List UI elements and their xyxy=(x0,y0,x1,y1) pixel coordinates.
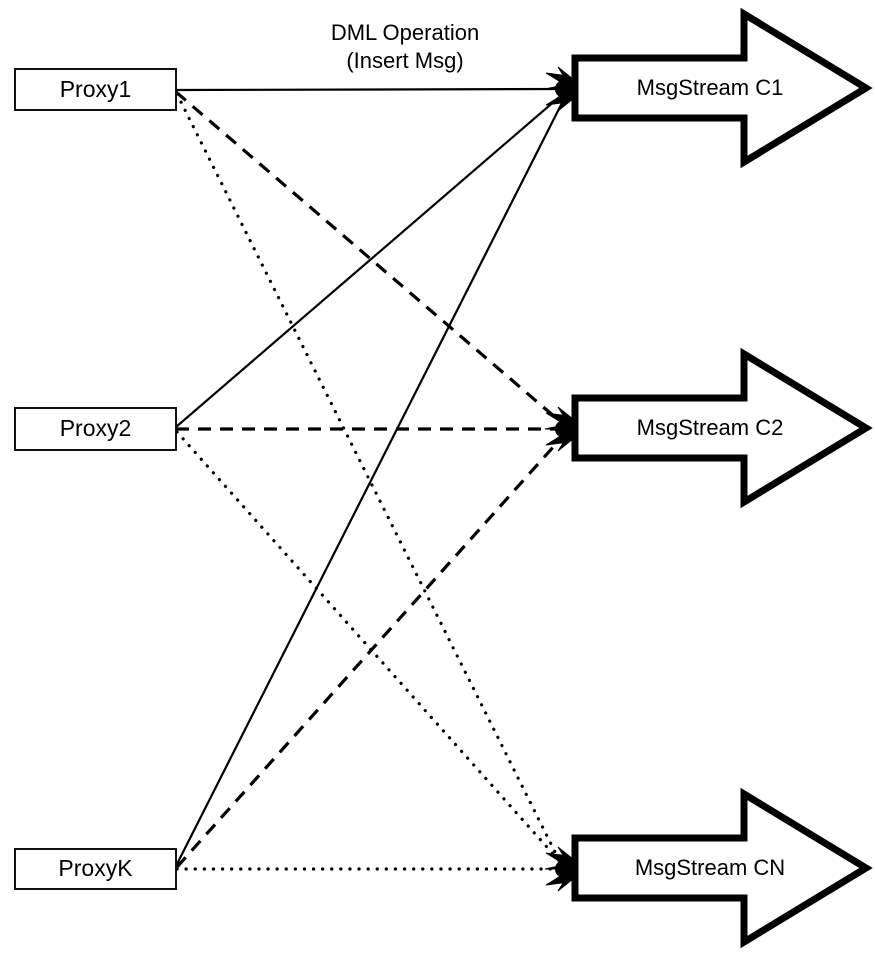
arrowhead-head-cn xyxy=(544,846,575,892)
node-proxy1[interactable]: Proxy1 xyxy=(14,68,177,111)
node-proxy2-box xyxy=(14,407,177,451)
stream-c2-label: MsgStream C2 xyxy=(637,415,784,440)
stream-c1[interactable]: MsgStream C1 xyxy=(571,7,873,169)
node-proxy1-box xyxy=(14,68,177,111)
stream-c1-label: MsgStream C1 xyxy=(637,75,784,100)
node-proxyk-label: ProxyK xyxy=(58,855,133,881)
node-proxyk[interactable]: ProxyK xyxy=(14,848,177,890)
edges-layer xyxy=(174,87,568,871)
arrowheads-layer xyxy=(544,66,575,892)
edge-proxy2-to-stream-cn xyxy=(175,430,564,866)
stream-c2-shape xyxy=(571,347,873,509)
node-proxy2-label: Proxy2 xyxy=(60,415,132,441)
arrowhead-head-c2 xyxy=(544,406,575,452)
edge-proxy2-to-stream-c1 xyxy=(175,92,565,428)
edge-caption-line-2: (Insert Msg) xyxy=(346,48,463,73)
node-proxy2[interactable]: Proxy2 xyxy=(14,407,177,451)
streams-layer: MsgStream C1 MsgStream C2 MsgStream CN xyxy=(571,7,873,949)
arrowhead-head-c1 xyxy=(544,66,575,112)
node-proxyk-box xyxy=(14,848,177,890)
edge-proxy1-to-stream-c1 xyxy=(175,87,567,92)
node-proxy1-label: Proxy1 xyxy=(60,76,132,102)
edge-proxy1-to-stream-c2 xyxy=(174,90,565,426)
edge-proxyk-to-stream-c1 xyxy=(175,94,567,867)
stream-cn-shape xyxy=(571,787,873,949)
edge-caption-dml-operation: DML Operation (Insert Msg) xyxy=(331,20,479,73)
stream-cn-label: MsgStream CN xyxy=(635,855,785,880)
edge-caption-line-1: DML Operation xyxy=(331,20,479,45)
stream-cn[interactable]: MsgStream CN xyxy=(571,787,873,949)
stream-c2[interactable]: MsgStream C2 xyxy=(571,347,873,509)
stream-c1-shape xyxy=(571,7,873,169)
edge-proxy1-to-stream-cn xyxy=(175,92,562,864)
edge-proxyk-to-stream-c2 xyxy=(175,433,566,869)
